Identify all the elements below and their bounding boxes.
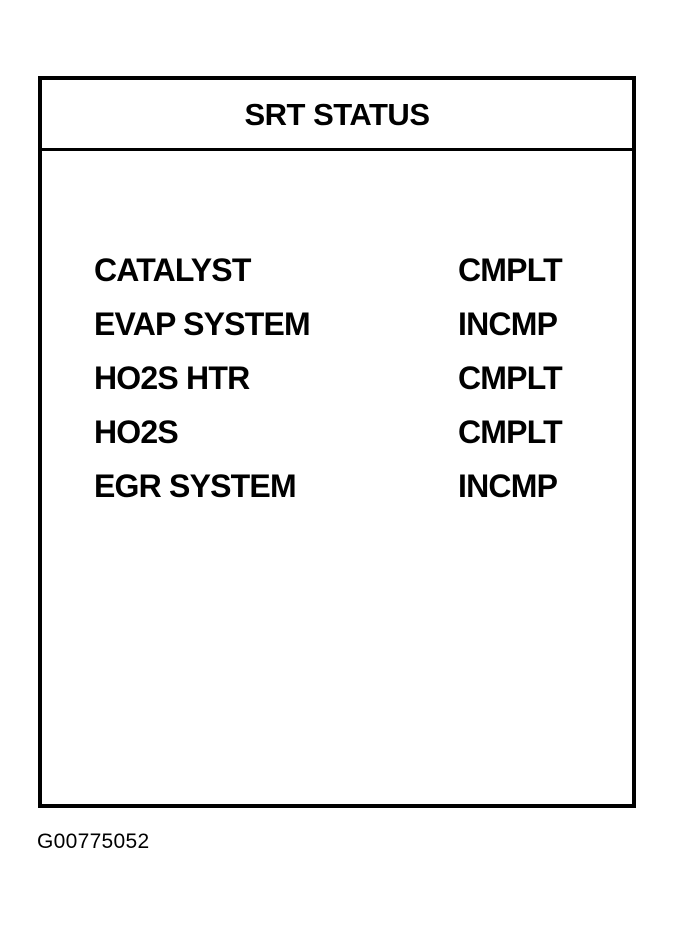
status-row-egr-system: EGR SYSTEM INCMP xyxy=(94,468,594,522)
status-row-ho2s: HO2S CMPLT xyxy=(94,414,594,468)
status-row-ho2s-htr: HO2S HTR CMPLT xyxy=(94,360,594,414)
status-value: CMPLT xyxy=(458,252,563,288)
srt-status-list: CATALYST CMPLT EVAP SYSTEM INCMP HO2S HT… xyxy=(94,252,594,522)
figure-id: G00775052 xyxy=(37,830,150,853)
status-value: CMPLT xyxy=(458,360,563,396)
status-row-evap-system: EVAP SYSTEM INCMP xyxy=(94,306,594,360)
status-row-catalyst: CATALYST CMPLT xyxy=(94,252,594,306)
status-label: EGR SYSTEM xyxy=(94,468,297,504)
screen-title: SRT STATUS xyxy=(244,97,430,132)
scan-tool-screen: SRT STATUS CATALYST CMPLT EVAP SYSTEM IN… xyxy=(38,76,636,808)
status-label: EVAP SYSTEM xyxy=(94,306,311,342)
status-value: INCMP xyxy=(458,468,558,504)
status-value: CMPLT xyxy=(458,414,563,450)
status-label: CATALYST xyxy=(94,252,251,288)
status-label: HO2S xyxy=(94,414,179,450)
status-value: INCMP xyxy=(458,306,558,342)
screen-header: SRT STATUS xyxy=(42,80,632,151)
status-label: HO2S HTR xyxy=(94,360,250,396)
